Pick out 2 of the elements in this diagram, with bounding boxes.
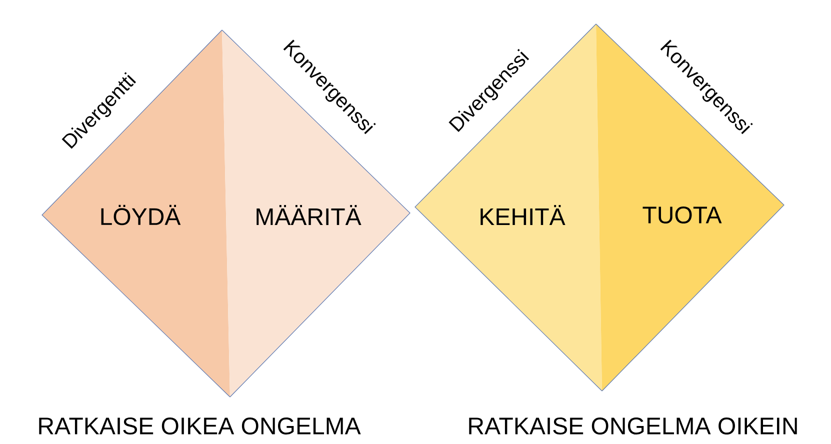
caption-text: RATKAISE ONGELMA OIKEIN [469,418,797,434]
caption-text: RATKAISE OIKEA ONGELMA [39,418,361,434]
